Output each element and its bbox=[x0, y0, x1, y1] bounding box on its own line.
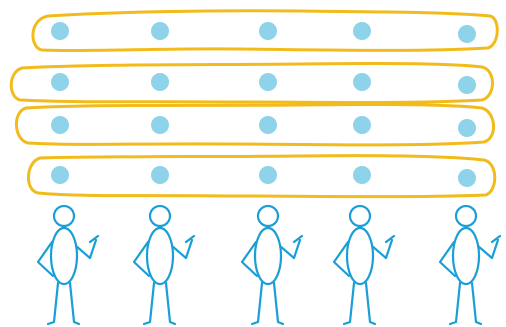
figure-body bbox=[255, 228, 281, 284]
group-dot bbox=[259, 22, 277, 40]
figure-body bbox=[347, 228, 373, 284]
figure-body bbox=[51, 228, 77, 284]
figure-leg-right bbox=[472, 283, 481, 324]
group-dot bbox=[458, 169, 476, 187]
group-dot bbox=[51, 73, 69, 91]
group-dot bbox=[458, 25, 476, 43]
figure-head bbox=[54, 206, 74, 226]
group-dot bbox=[151, 166, 169, 184]
figure-leg-right bbox=[274, 283, 283, 324]
group-dot bbox=[458, 119, 476, 137]
group-dot bbox=[151, 22, 169, 40]
figures-layer bbox=[38, 206, 500, 324]
figure-arm-right bbox=[372, 236, 394, 258]
group bbox=[16, 104, 493, 144]
figure-body bbox=[453, 228, 479, 284]
groups-layer bbox=[11, 11, 497, 197]
group-dot bbox=[151, 116, 169, 134]
person-icon bbox=[242, 206, 302, 324]
figure-leg-left bbox=[48, 283, 58, 324]
group-dot bbox=[458, 76, 476, 94]
group bbox=[11, 63, 492, 102]
group-dot bbox=[353, 116, 371, 134]
figure-head bbox=[350, 206, 370, 226]
group-outline bbox=[16, 104, 493, 144]
group bbox=[28, 156, 494, 197]
figure-arm-right bbox=[76, 236, 98, 258]
person-icon bbox=[134, 206, 194, 324]
figure-arm-right bbox=[172, 236, 194, 258]
figure-arm-right bbox=[478, 236, 500, 258]
group-dot bbox=[51, 116, 69, 134]
group-dot bbox=[353, 166, 371, 184]
figure-arm-right bbox=[280, 236, 302, 258]
group-dot bbox=[259, 73, 277, 91]
group-dot bbox=[353, 22, 371, 40]
figure-leg-left bbox=[344, 283, 354, 324]
group-dot bbox=[51, 166, 69, 184]
group-outline bbox=[11, 63, 492, 102]
figure-leg-left bbox=[450, 283, 460, 324]
figure-leg-right bbox=[166, 283, 175, 324]
group-dot bbox=[259, 116, 277, 134]
group bbox=[33, 11, 497, 51]
figure-leg-right bbox=[70, 283, 79, 324]
figure-leg-left bbox=[144, 283, 154, 324]
figure-leg-left bbox=[252, 283, 262, 324]
figure-head bbox=[258, 206, 278, 226]
group-dot bbox=[51, 22, 69, 40]
figure-body bbox=[147, 228, 173, 284]
group-dot bbox=[151, 73, 169, 91]
group-dot bbox=[353, 73, 371, 91]
figure-leg-right bbox=[366, 283, 375, 324]
figure-head bbox=[456, 206, 476, 226]
figure-head bbox=[150, 206, 170, 226]
person-icon bbox=[440, 206, 500, 324]
group-dot bbox=[259, 166, 277, 184]
person-icon bbox=[334, 206, 394, 324]
person-icon bbox=[38, 206, 98, 324]
